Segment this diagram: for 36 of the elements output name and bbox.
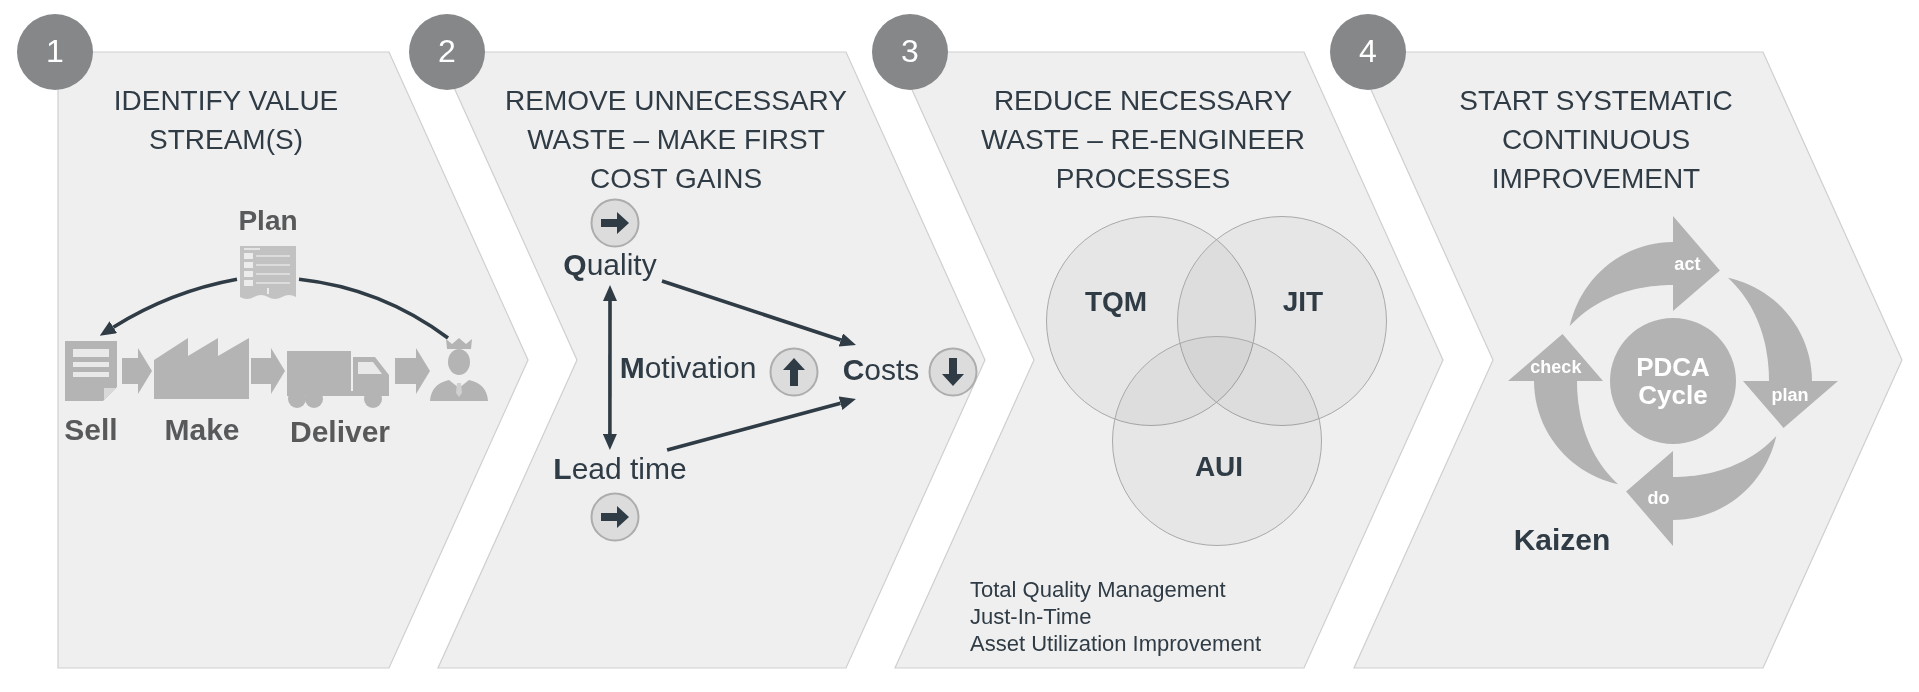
text-label: Motivation (619, 350, 757, 386)
venn-label: AUI (1194, 450, 1244, 484)
step-number-badge: 4 (1330, 14, 1406, 90)
panel-heading: START SYSTEMATIC CONTINUOUS IMPROVEMENT (1458, 84, 1734, 196)
venn-label: JIT (1282, 285, 1324, 319)
note-text: Just-In-Time (970, 604, 1092, 630)
node-label: Costs (842, 352, 920, 388)
node-label: Lead time (553, 451, 687, 487)
arrow (661, 279, 856, 347)
block-arrow (251, 348, 285, 394)
arrow-label: act (1674, 253, 1701, 275)
node-label: Plan (238, 204, 298, 238)
venn-label: TQM (1084, 285, 1148, 319)
panel-heading: REDUCE NECESSARY WASTE – RE-ENGINEER PROCESSES (979, 84, 1307, 196)
note-text: Asset Utilization Improvement (970, 631, 1261, 657)
step-number-badge: 2 (409, 14, 485, 90)
double-arrow (602, 285, 617, 450)
panel-heading: IDENTIFY VALUE STREAM(S) (112, 84, 340, 157)
node-label: Make (164, 412, 240, 448)
arrow (99, 277, 238, 336)
block-arrow (122, 348, 152, 394)
text-label: Kaizen (1513, 522, 1611, 558)
arrow-label: plan (1771, 385, 1809, 406)
node-label: Quality (563, 247, 657, 283)
node-label: Sell (64, 412, 118, 448)
step-number-badge: 3 (872, 14, 948, 90)
step-number-badge: 1 (17, 14, 93, 90)
arrow-label: do (1647, 487, 1670, 509)
arrow (666, 396, 856, 452)
crowned-person-icon (430, 338, 488, 401)
connector-line (298, 277, 450, 340)
note-text: Total Quality Management (970, 577, 1226, 603)
block-arrow (395, 348, 430, 394)
arrow-label: check (1530, 356, 1582, 377)
node-label: Deliver (289, 414, 391, 450)
panel-heading: REMOVE UNNECESSARY WASTE – MAKE FIRST COST GAINS (504, 84, 848, 196)
